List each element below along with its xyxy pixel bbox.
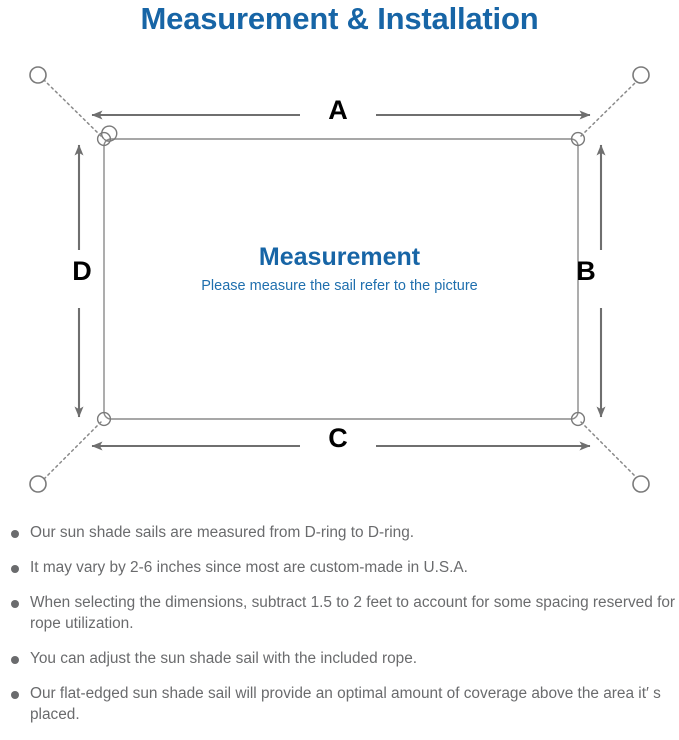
rope-bottom-right (580, 421, 639, 480)
sail-rectangle (103, 138, 579, 420)
bullet-icon (11, 530, 19, 538)
rope-bottom-left (43, 421, 102, 480)
list-item: Our flat-edged sun shade sail will provi… (0, 684, 679, 726)
d-ring-top-right (570, 131, 586, 147)
anchor-point-bottom-left (29, 475, 47, 493)
list-item: It may vary by 2-6 inches since most are… (0, 558, 679, 579)
bullet-icon (11, 690, 19, 699)
d-ring-top-left (96, 125, 118, 147)
anchor-point-top-right (632, 66, 650, 84)
dimension-label-c: C (328, 423, 348, 453)
d-ring-bottom-left (96, 411, 112, 427)
dimension-label-d: D (72, 256, 92, 286)
note-text: You can adjust the sun shade sail with t… (30, 649, 418, 667)
bullet-icon (11, 655, 19, 664)
diagram-center-subtitle: Please measure the sail refer to the pic… (201, 278, 478, 294)
list-item: You can adjust the sun shade sail with t… (0, 649, 679, 670)
anchor-point-top-left (29, 66, 47, 84)
dimension-label-b: B (576, 256, 596, 286)
rope-top-right (580, 79, 639, 137)
d-ring-bottom-right (570, 411, 586, 427)
bullet-icon (11, 599, 19, 608)
diagram-center-title: Measurement (258, 243, 421, 271)
dimension-label-a: A (328, 95, 348, 125)
list-item: When selecting the dimensions, subtract … (0, 593, 679, 635)
bullet-icon (11, 564, 19, 573)
note-text: When selecting the dimensions, subtract … (30, 593, 676, 632)
measurement-diagram (0, 50, 679, 510)
note-text: It may vary by 2-6 inches since most are… (30, 558, 468, 576)
notes-list: Our sun shade sails are measured from D-… (0, 523, 679, 740)
list-item: Our sun shade sails are measured from D-… (0, 523, 679, 544)
note-text: Our sun shade sails are measured from D-… (30, 524, 415, 541)
page-title: Measurement & Installation (140, 1, 539, 36)
note-text: Our flat-edged sun shade sail will provi… (30, 684, 661, 723)
anchor-point-bottom-right (632, 475, 650, 493)
rope-top-left (43, 79, 102, 137)
